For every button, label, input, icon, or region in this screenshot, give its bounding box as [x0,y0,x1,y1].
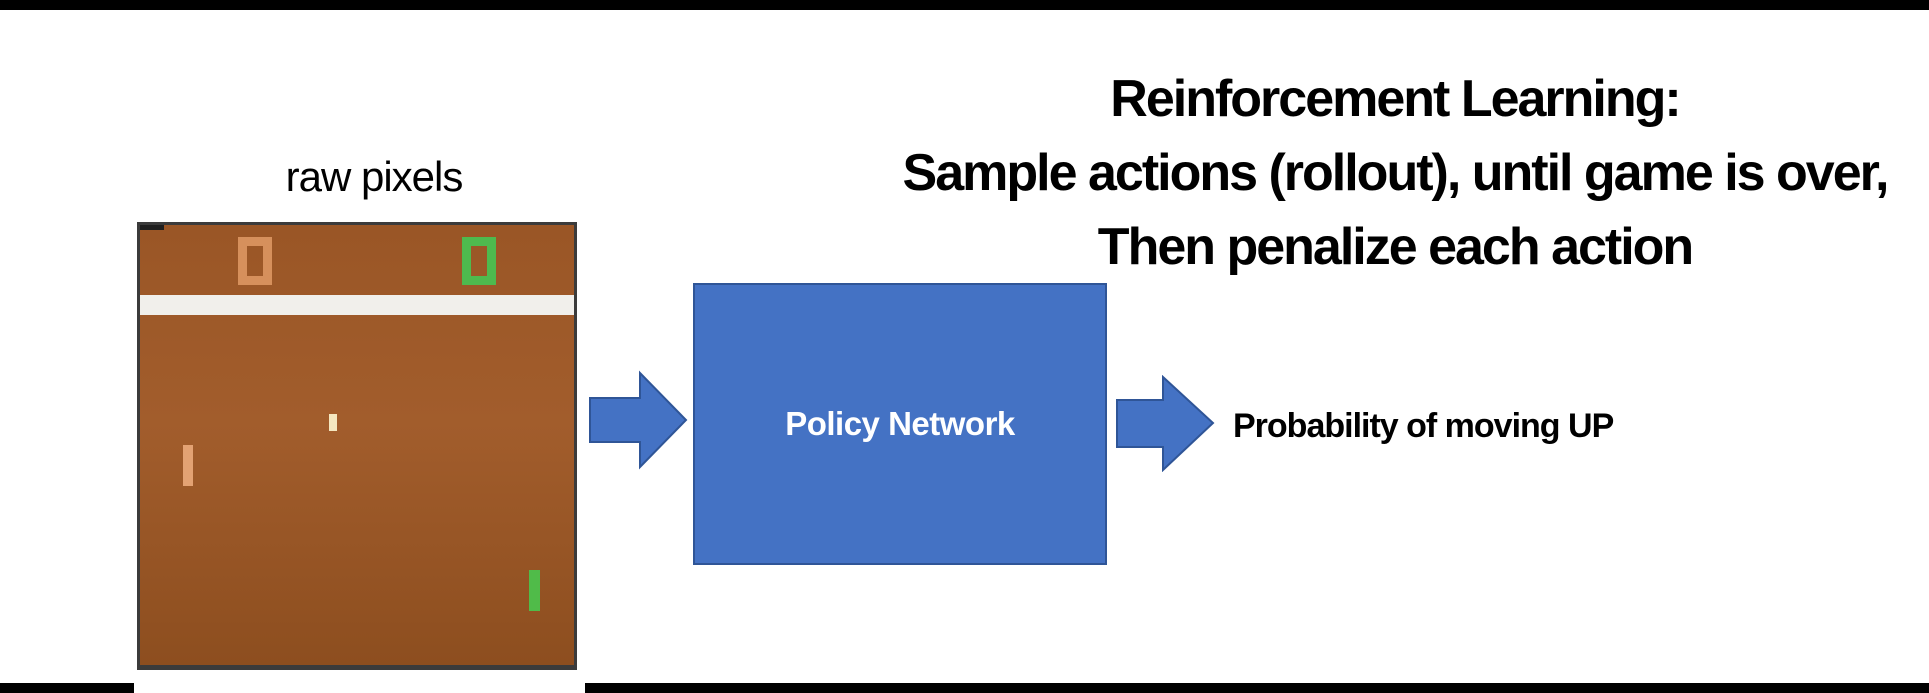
right-paddle [529,570,540,611]
policy-network-box: Policy Network [693,283,1107,565]
title-line-1: Reinforcement Learning: [1110,70,1681,128]
title-line-2: Sample actions (rollout), until game is … [902,144,1890,202]
output-probability-label: Probability of moving UP [1233,407,1614,445]
raw-pixels-label: raw pixels [285,153,464,200]
slide-title: Reinforcement Learning: Sample actions (… [902,62,1890,284]
policy-network-label: Policy Network [785,405,1015,442]
court-divider-band [140,295,574,315]
top-black-bar [0,0,1929,10]
frame-notch [140,225,164,230]
title-line-3: Then penalize each action [1097,218,1694,276]
input-arrow-icon [589,370,688,470]
left-paddle [183,445,193,486]
pong-game-screenshot [137,222,577,670]
output-arrow-icon [1116,375,1215,472]
pong-ball [329,414,337,431]
left-score-zero [238,237,272,285]
right-score-zero [462,237,496,285]
bottom-black-bar-left [0,683,134,693]
bottom-black-bar-right [585,683,1929,693]
